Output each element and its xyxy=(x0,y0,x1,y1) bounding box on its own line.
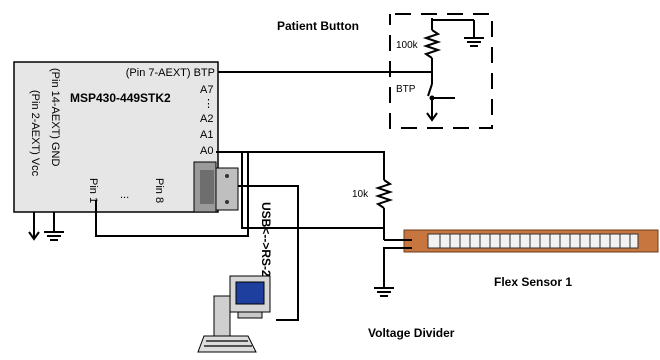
pin1-wire xyxy=(95,152,249,237)
ground-symbol-button xyxy=(432,19,484,47)
desktop-computer-icon xyxy=(197,275,271,353)
flex-sensor-label: Flex Sensor 1 xyxy=(494,275,572,289)
flex-sensor xyxy=(392,229,659,253)
a0-wire xyxy=(216,151,385,180)
pin-1-label: Pin 1 xyxy=(87,178,99,203)
pin-btp-label: (Pin 7-AEXT) BTP xyxy=(126,67,215,79)
pin-gnd-label: (Pin 14-AEXT) GND xyxy=(49,68,61,166)
patient-button-enclosure xyxy=(389,13,493,129)
usb-rs232-label: USB<-->RS-232 xyxy=(259,202,273,290)
pin-a1-label: A1 xyxy=(200,129,213,141)
pin-a2-label: A2 xyxy=(200,113,213,125)
pin-dots-vertical: ⋮ xyxy=(203,98,214,110)
pin-vcc-label: (Pin 2-AEXT) Vcc xyxy=(29,90,41,177)
msp430-board xyxy=(13,61,219,213)
board-name: MSP430-449STK2 xyxy=(70,91,171,105)
vcc-arrow xyxy=(28,212,40,241)
pin-dots-horizontal: ... xyxy=(120,189,129,201)
usb-wire xyxy=(238,185,299,321)
pin-a0-label: A0 xyxy=(200,145,213,157)
pin-a7-label: A7 xyxy=(200,84,213,96)
voltage-divider-label: Voltage Divider xyxy=(368,326,455,340)
resistor-100k xyxy=(422,18,442,70)
ground-symbol-board xyxy=(44,212,64,241)
push-button-switch xyxy=(426,70,455,122)
a0-to-sensor-wire xyxy=(216,151,384,229)
patient-button-label: Patient Button xyxy=(277,19,359,33)
pin-8-label: Pin 8 xyxy=(153,178,165,203)
db9-connector xyxy=(193,161,239,213)
resistor-100k-label: 100k xyxy=(396,40,419,51)
btp-label: BTP xyxy=(396,84,416,95)
resistor-10k-label: 10k xyxy=(352,189,369,200)
ground-symbol-sensor xyxy=(374,247,394,297)
